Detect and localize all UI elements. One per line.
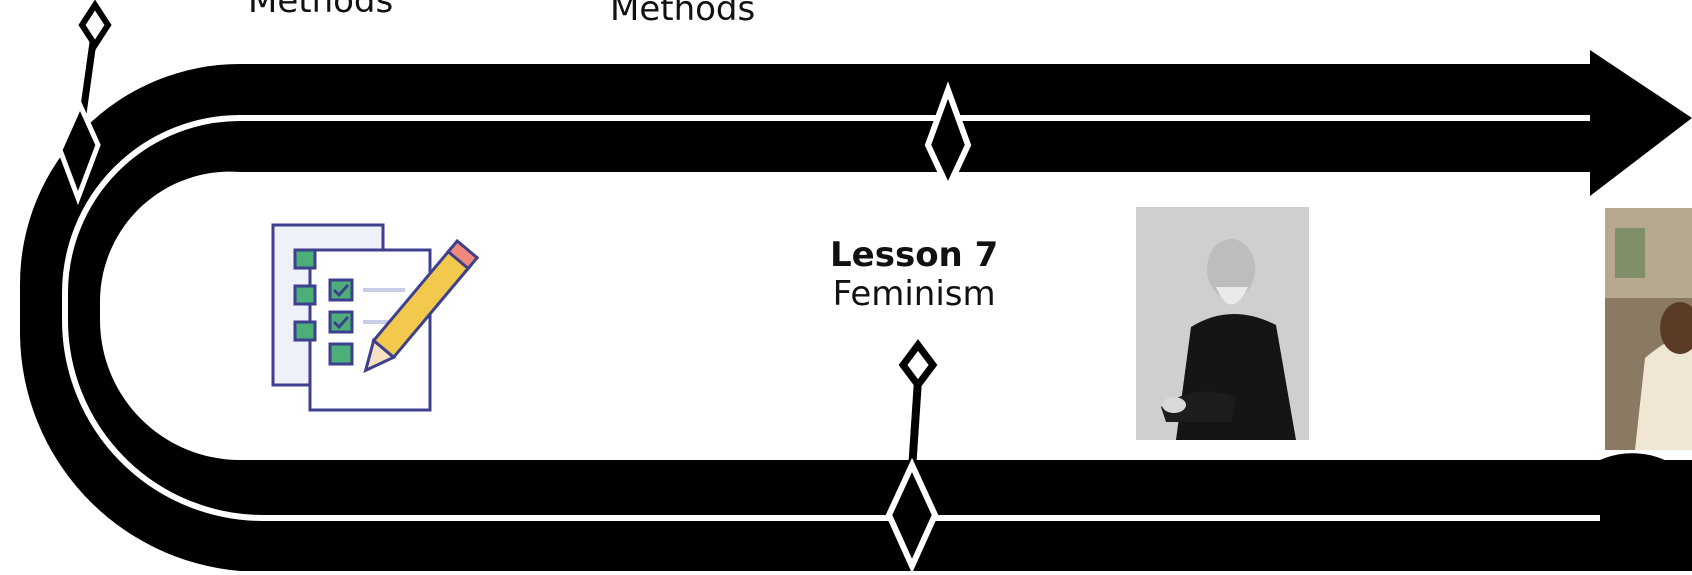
top-mid-label: Methods: [610, 0, 755, 29]
checklist-pencil-icon: [265, 220, 485, 415]
man-photo-figure: [1605, 208, 1692, 450]
arrow-head-icon: [1590, 50, 1692, 196]
lesson7-label: Lesson 7 Feminism: [830, 236, 998, 314]
portrait-figure: [1136, 207, 1309, 440]
bearded-man-portrait: [1136, 207, 1309, 440]
top-mid-label-text: Methods: [610, 0, 755, 29]
top-left-label-text: Methods: [248, 0, 393, 21]
top-left-label: Methods: [248, 0, 393, 21]
lesson7-title: Lesson 7: [830, 236, 998, 275]
road-right-curve: [1600, 453, 1692, 571]
milestone-marker-bottom: [889, 345, 935, 566]
man-photo: [1605, 208, 1692, 450]
lesson7-topic: Feminism: [830, 275, 998, 314]
